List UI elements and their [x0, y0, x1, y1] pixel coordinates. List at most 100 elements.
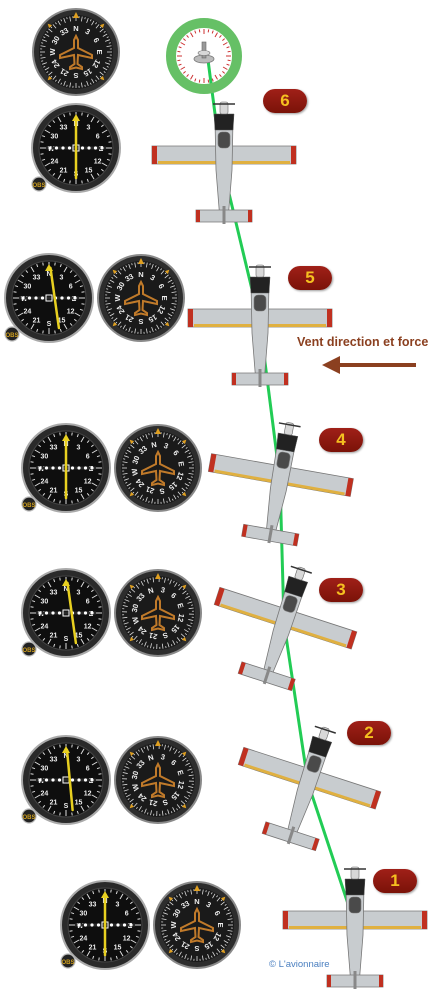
beacon-tick [183, 71, 185, 73]
beacon-tick [187, 35, 189, 37]
vor-deviation-dot [51, 778, 54, 781]
vor-deviation-dot [68, 146, 71, 149]
vor-indicator-icon: NESW36121521243033OBS [22, 424, 110, 512]
heading-tick [85, 17, 86, 19]
aircraft-wingtip-right [422, 911, 427, 929]
heading-tick [67, 85, 68, 87]
aircraft-wingtip-left [188, 309, 193, 327]
vor-heading-label: 30 [40, 766, 48, 773]
vor-heading-label: 6 [125, 911, 129, 918]
vor-tick [70, 919, 73, 920]
vor-tick [43, 263, 44, 266]
step-number-4: 4 [336, 430, 345, 450]
heading-tick [188, 958, 189, 960]
beacon-tick [191, 33, 194, 37]
heading-tick [192, 465, 194, 466]
wind-arrow-icon [322, 356, 416, 374]
vor-tick [72, 578, 73, 581]
vor-deviation-dot [123, 923, 126, 926]
vor-tick [98, 786, 101, 787]
step-number-2: 2 [364, 723, 373, 743]
vor-heading-label: 24 [50, 159, 58, 166]
vor-tick [82, 180, 83, 183]
heading-tick [122, 465, 124, 466]
vor-indicator-icon: NESW36121521243033OBS [22, 736, 110, 824]
beacon-tick [212, 31, 213, 34]
heading-tick [162, 916, 164, 917]
beacon-tick [181, 67, 185, 70]
heading-card-label: N [73, 24, 78, 33]
beacon-tick [215, 33, 218, 37]
vor-heading-label: 12 [123, 936, 131, 943]
vor-indicator-icon: NESW36121521243033OBS [22, 569, 110, 657]
vor-deviation-dot [73, 296, 76, 299]
beacon-tick [222, 71, 224, 73]
heading-tick [206, 890, 207, 892]
aircraft-engine-cowl [345, 879, 365, 895]
vor-tick [55, 330, 56, 333]
vor-deviation-dot [87, 146, 90, 149]
vor-deviation-dot [90, 611, 93, 614]
heading-tick [230, 934, 232, 935]
vor-deviation-dot [77, 466, 80, 469]
heading-tick [155, 502, 156, 504]
vor-tick [60, 500, 61, 503]
beacon-tick [228, 51, 231, 52]
vor-tick [98, 607, 101, 608]
vor-deviation-dot [48, 146, 51, 149]
heading-tick [106, 289, 108, 290]
vor-deviation-dot [71, 778, 74, 781]
vor-heading-label: 12 [94, 159, 102, 166]
vor-tick [99, 957, 100, 960]
aircraft-canopy [276, 451, 291, 469]
vor-heading-label: 24 [40, 624, 48, 631]
vor-heading-label: 30 [50, 134, 58, 141]
heading-tick [150, 331, 151, 333]
beacon-tick [181, 43, 185, 46]
beacon-tick [199, 29, 200, 32]
vor-heading-label: 24 [79, 936, 87, 943]
vor-heading-label: 3 [60, 274, 64, 281]
vor-deviation-dot [38, 466, 41, 469]
vor-deviation-dot [110, 923, 113, 926]
vor-tick [72, 745, 73, 748]
vor-heading-label: 33 [50, 444, 58, 451]
step-badge-6: 6 [263, 89, 307, 113]
beacon-tick [208, 29, 209, 32]
beacon-tick [219, 35, 221, 37]
vor-deviation-dot [77, 923, 80, 926]
beacon-tick [208, 80, 209, 83]
vor-heading-label: S [64, 636, 69, 643]
heading-tick [67, 17, 68, 19]
vor-deviation-dot [71, 466, 74, 469]
vor-heading-label: 21 [50, 800, 58, 807]
aircraft-engine-cowl [250, 277, 270, 293]
beacon-tick [187, 74, 189, 76]
wind-arrow-head [322, 356, 340, 374]
heading-tick [132, 331, 133, 333]
aircraft-wingtip-right [291, 146, 296, 164]
heading-tick [109, 61, 111, 62]
beacon-tick [227, 47, 230, 48]
vor-heading-label: S [64, 803, 69, 810]
vor-tick [98, 774, 101, 775]
aircraft-canopy [254, 295, 266, 311]
vor-tick [111, 890, 112, 893]
heading-card-label: W [48, 48, 57, 56]
vor-tick [60, 812, 61, 815]
vor-tick [70, 931, 73, 932]
vor-tick [31, 607, 34, 608]
vor-heading-label: 30 [23, 284, 31, 291]
heading-tick [191, 459, 193, 460]
heading-tick [41, 43, 43, 44]
vor-deviation-dot [51, 611, 54, 614]
step-number-3: 3 [336, 580, 345, 600]
heading-tick [161, 502, 162, 504]
heading-card-label: S [194, 944, 199, 953]
heading-card-label: S [138, 317, 143, 326]
beacon-tick [215, 75, 218, 79]
